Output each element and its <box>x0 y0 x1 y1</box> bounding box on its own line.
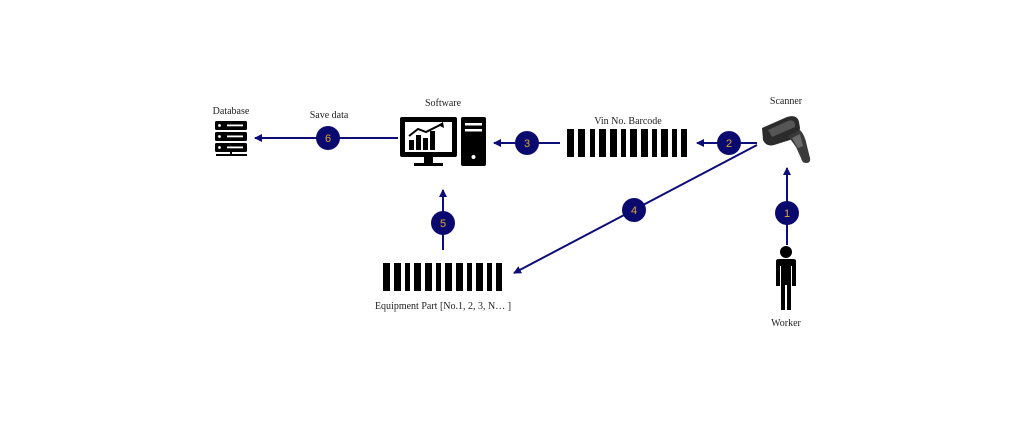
step-badge-6: 6 <box>316 126 340 150</box>
server-stack-icon <box>215 121 247 156</box>
vin-barcode-node: Vin No. Barcode <box>567 116 687 157</box>
scanner-label: Scanner <box>770 96 803 107</box>
equipment-part-node: Equipment Part [No.1, 2, 3, N… ] <box>375 263 511 312</box>
database-node: Database <box>213 106 250 156</box>
step-number: 4 <box>631 205 637 217</box>
step-badge-5: 5 <box>431 211 455 235</box>
step-number: 3 <box>524 138 530 150</box>
edges <box>254 134 791 274</box>
barcode-icon <box>567 129 687 157</box>
barcode-scanner-icon <box>762 116 811 163</box>
step-number: 6 <box>325 133 331 145</box>
software-label: Software <box>425 98 462 109</box>
step-badge-1: 1 <box>775 201 799 225</box>
vin-barcode-label: Vin No. Barcode <box>594 116 662 127</box>
worker-node: Worker <box>771 246 802 329</box>
person-icon <box>776 246 796 310</box>
step-number: 1 <box>784 208 790 220</box>
barcode-icon <box>383 263 502 291</box>
database-label: Database <box>213 106 250 117</box>
software-node: Software <box>400 98 486 166</box>
equipment-part-label: Equipment Part [No.1, 2, 3, N… ] <box>375 301 511 312</box>
step-badge-4: 4 <box>622 198 646 222</box>
step-badge-2: 2 <box>717 131 741 155</box>
computer-with-chart-icon <box>400 117 486 166</box>
step-number: 2 <box>726 138 732 150</box>
worker-label: Worker <box>771 318 801 329</box>
step-badges: 1 2 3 4 5 6 <box>316 126 799 235</box>
scanner-node: Scanner <box>762 96 811 163</box>
step-badge-3: 3 <box>515 131 539 155</box>
step-number: 5 <box>440 218 446 230</box>
save-data-label: Save data <box>310 110 349 121</box>
